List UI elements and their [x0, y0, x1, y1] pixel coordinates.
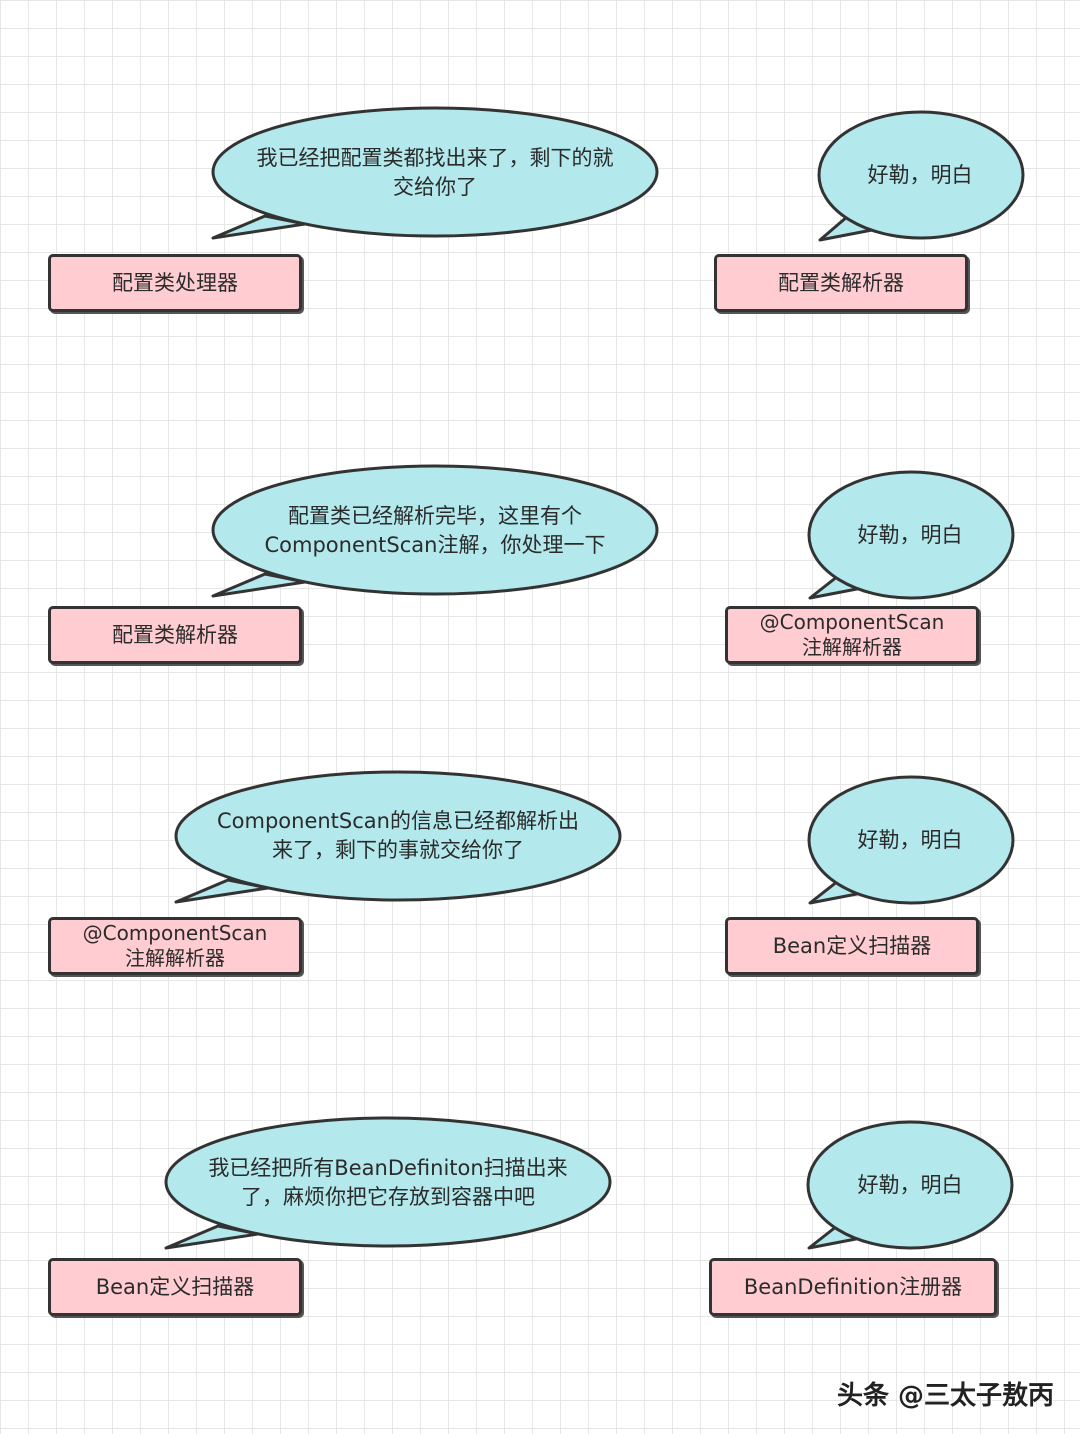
component-box: 配置类解析器: [48, 606, 302, 664]
speech-bubble-body: [164, 1116, 612, 1248]
speech-bubble: [164, 1116, 612, 1250]
speech-bubble-text: 我已经把所有BeanDefiniton扫描出来 了，麻烦你把它存放到容器中吧: [208, 1155, 568, 1209]
component-box: Bean定义扫描器: [725, 917, 979, 975]
component-box: 配置类处理器: [48, 254, 302, 312]
speech-bubble-body: [211, 106, 659, 238]
component-box: BeanDefinition注册器: [709, 1258, 997, 1316]
component-box: Bean定义扫描器: [48, 1258, 302, 1316]
speech-bubble: [211, 464, 659, 598]
speech-bubble-body: [211, 464, 659, 596]
speech-bubble-text: ComponentScan的信息已经都解析出 来了，剩下的事就交给你了: [217, 808, 579, 862]
speech-bubble-text: 好勒，明白: [857, 827, 963, 852]
component-box: @ComponentScan 注解解析器: [725, 606, 979, 664]
component-box: 配置类解析器: [714, 254, 968, 312]
speech-bubble-body: [806, 1120, 1014, 1250]
watermark: 头条 @三太子敖丙: [836, 1381, 1054, 1411]
speech-bubble: [807, 775, 1015, 905]
speech-bubble-text: 好勒，明白: [857, 522, 963, 547]
speech-bubble-body: [817, 110, 1025, 240]
speech-bubble: [174, 770, 622, 904]
speech-bubble-text: 好勒，明白: [857, 1172, 963, 1197]
speech-bubble: [806, 1120, 1014, 1250]
component-box: @ComponentScan 注解解析器: [48, 917, 302, 975]
speech-bubble: [807, 470, 1015, 600]
speech-bubble: [817, 110, 1025, 242]
speech-bubble-text: 我已经把配置类都找出来了，剩下的就 交给你了: [256, 145, 614, 199]
speech-bubble: [211, 106, 659, 240]
speech-bubble-body: [807, 470, 1015, 600]
speech-bubble-text: 配置类已经解析完毕，这里有个 ComponentScan注解，你处理一下: [264, 503, 606, 557]
speech-bubble-text: 好勒，明白: [867, 162, 973, 187]
speech-bubble-body: [807, 775, 1015, 905]
speech-bubble-body: [174, 770, 622, 902]
